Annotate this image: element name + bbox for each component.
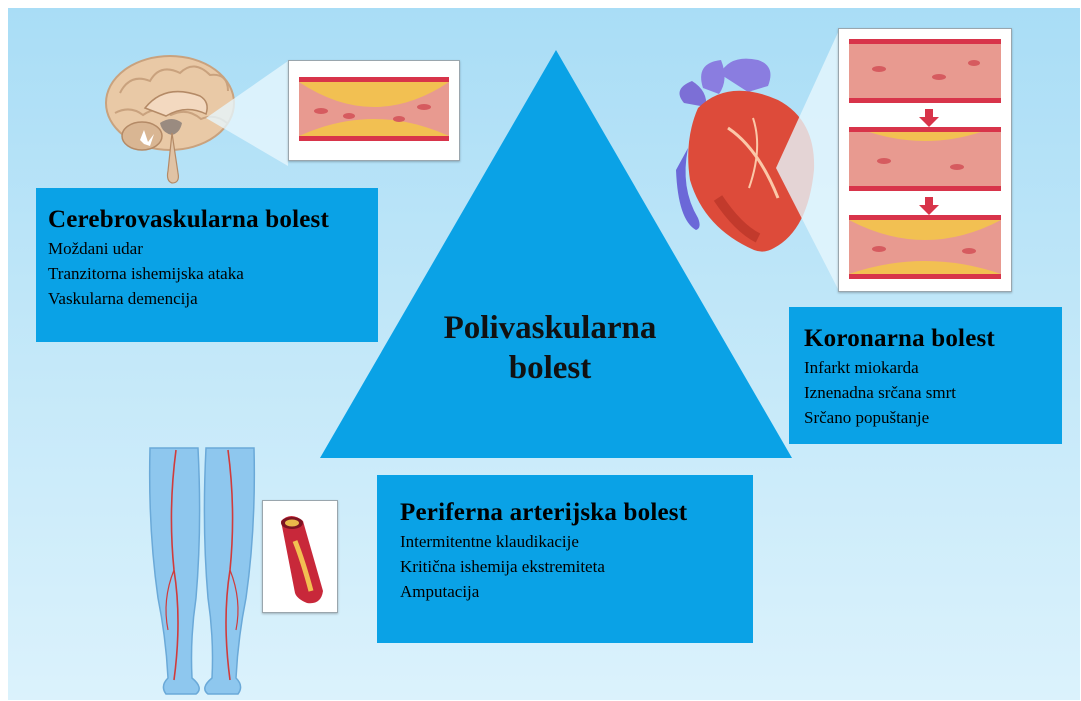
heart-zoom-connector [768,28,848,298]
peripheral-title: Periferna arterijska bolest [400,499,753,527]
list-item: Srčano popuštanje [804,405,1062,430]
peripheral-artery-panel [262,500,338,613]
list-item: Intermitentne klaudikacije [400,529,753,554]
diagram-canvas: Polivaskularna bolest [8,8,1080,700]
cerebral-artery-panel [288,60,460,161]
list-item: Kritična ishemija ekstremiteta [400,554,753,579]
list-item: Amputacija [400,579,753,604]
artery-progression-icon [839,29,1011,291]
coronary-box: Koronarna bolest Infarkt miokarda Iznena… [789,307,1062,444]
artery-section-icon [263,501,337,612]
peripheral-box: Periferna arterijska bolest Intermitentn… [377,475,753,643]
cerebrovascular-box: Cerebrovaskularna bolest Moždani udar Tr… [36,188,378,342]
cerebrovascular-title: Cerebrovaskularna bolest [48,206,378,234]
coronary-title: Koronarna bolest [804,325,1062,353]
peripheral-list: Intermitentne klaudikacije Kritična ishe… [400,529,753,604]
center-title: Polivaskularna bolest [410,308,690,388]
list-item: Vaskularna demencija [48,286,378,311]
brain-zoom-connector [188,56,298,176]
list-item: Infarkt miokarda [804,355,1062,380]
coronary-artery-panel [838,28,1012,292]
list-item: Tranzitorna ishemijska ataka [48,261,378,286]
artery-plaque-icon [289,61,459,160]
list-item: Iznenadna srčana smrt [804,380,1062,405]
legs-icon [144,446,274,700]
list-item: Moždani udar [48,236,378,261]
coronary-list: Infarkt miokarda Iznenadna srčana smrt S… [804,355,1062,430]
cerebrovascular-list: Moždani udar Tranzitorna ishemijska atak… [48,236,378,311]
